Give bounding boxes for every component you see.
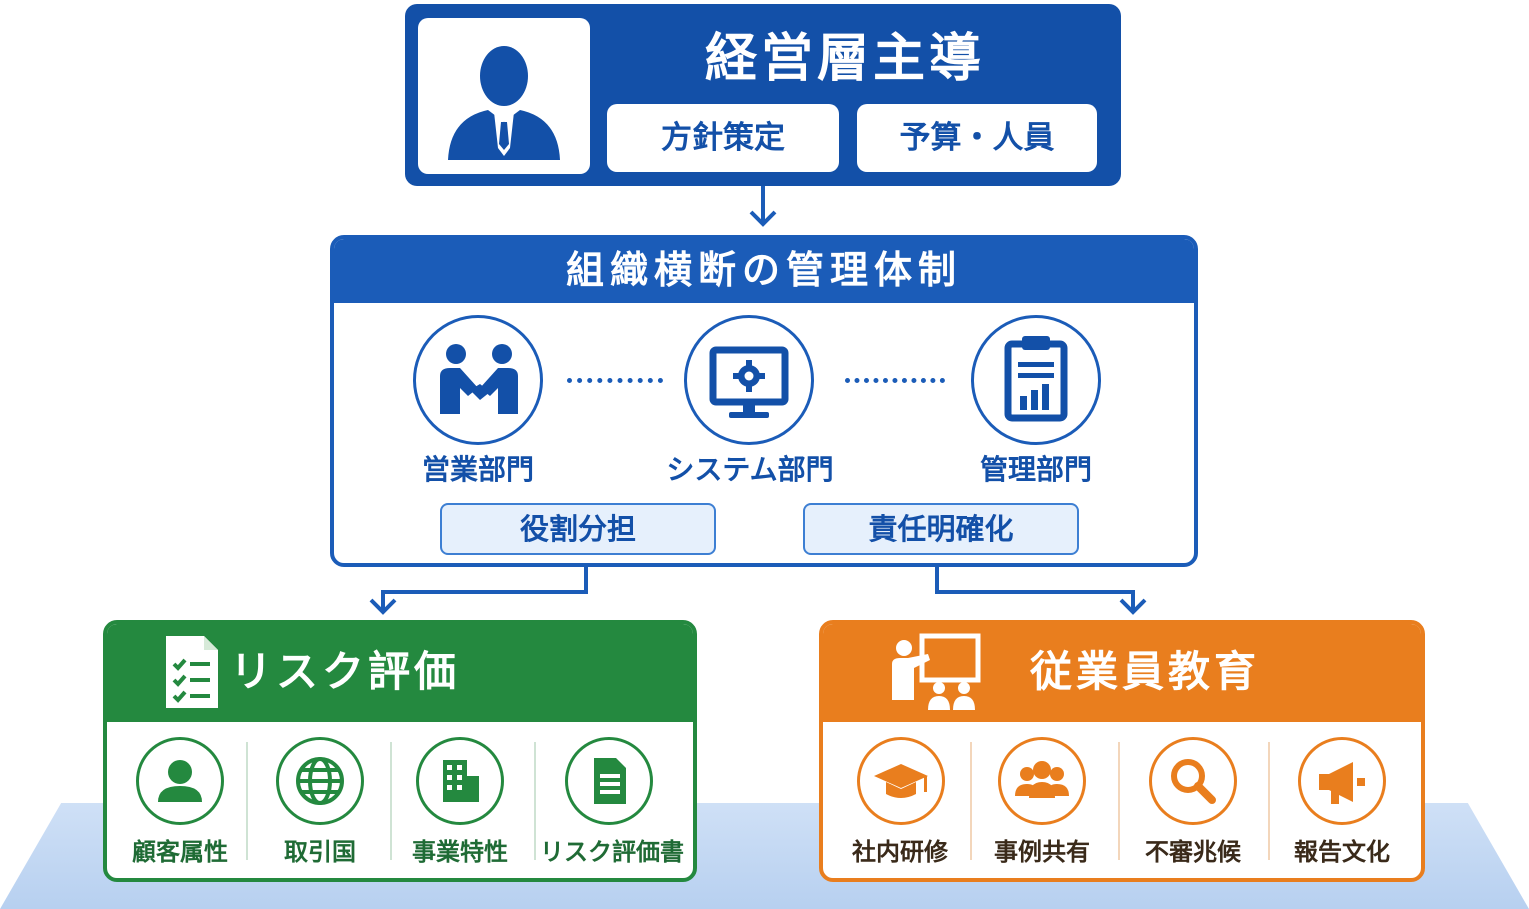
policy-chip: 方針策定 bbox=[607, 104, 839, 172]
dept-label-system: システム部門 bbox=[666, 453, 834, 486]
risk-item-customer: 顧客属性 bbox=[132, 838, 228, 866]
edu-item-case-sharing: 事例共有 bbox=[994, 838, 1090, 866]
monitor-gear-icon bbox=[684, 315, 814, 445]
edu-item-training: 社内研修 bbox=[852, 838, 948, 866]
risk-item-business: 事業特性 bbox=[412, 838, 508, 866]
globe-icon bbox=[276, 737, 364, 825]
edu-item-suspicious-signs: 不審兆候 bbox=[1145, 838, 1241, 866]
executive-person-icon bbox=[448, 46, 560, 160]
budget-chip: 予算・人員 bbox=[857, 104, 1097, 172]
checklist-icon bbox=[160, 632, 224, 712]
dotted-link-1 bbox=[567, 378, 663, 383]
dept-label-sales: 営業部門 bbox=[421, 453, 534, 486]
group-icon bbox=[998, 737, 1086, 825]
magnifier-icon bbox=[1149, 737, 1237, 825]
megaphone-icon bbox=[1298, 737, 1386, 825]
separator bbox=[1118, 742, 1120, 860]
dotted-link-2 bbox=[845, 378, 945, 383]
cross-org-header bbox=[334, 239, 1194, 303]
role-division-chip: 役割分担 bbox=[440, 503, 716, 555]
executive-avatar-tile bbox=[418, 18, 590, 174]
dept-label-admin: 管理部門 bbox=[979, 453, 1092, 486]
separator bbox=[1268, 742, 1270, 860]
cross-org-title: 組織横断の管理体制 bbox=[565, 248, 962, 292]
graduation-cap-icon bbox=[857, 737, 945, 825]
teacher-board-icon bbox=[884, 630, 984, 714]
separator bbox=[534, 742, 536, 860]
risk-item-country: 取引国 bbox=[284, 838, 356, 866]
employee-education-title: 従業員教育 bbox=[1030, 647, 1261, 696]
document-icon bbox=[565, 737, 653, 825]
person-icon bbox=[136, 737, 224, 825]
handshake-icon bbox=[413, 315, 543, 445]
risk-item-report: リスク評価書 bbox=[540, 838, 684, 866]
edu-item-reporting-culture: 報告文化 bbox=[1294, 838, 1390, 866]
building-icon bbox=[416, 737, 504, 825]
responsibility-chip: 責任明確化 bbox=[803, 503, 1079, 555]
clipboard-chart-icon bbox=[971, 315, 1101, 445]
risk-assessment-title: リスク評価 bbox=[230, 647, 461, 696]
separator bbox=[246, 742, 248, 860]
separator bbox=[970, 742, 972, 860]
top-title: 経営層主導 bbox=[704, 29, 985, 89]
separator bbox=[390, 742, 392, 860]
